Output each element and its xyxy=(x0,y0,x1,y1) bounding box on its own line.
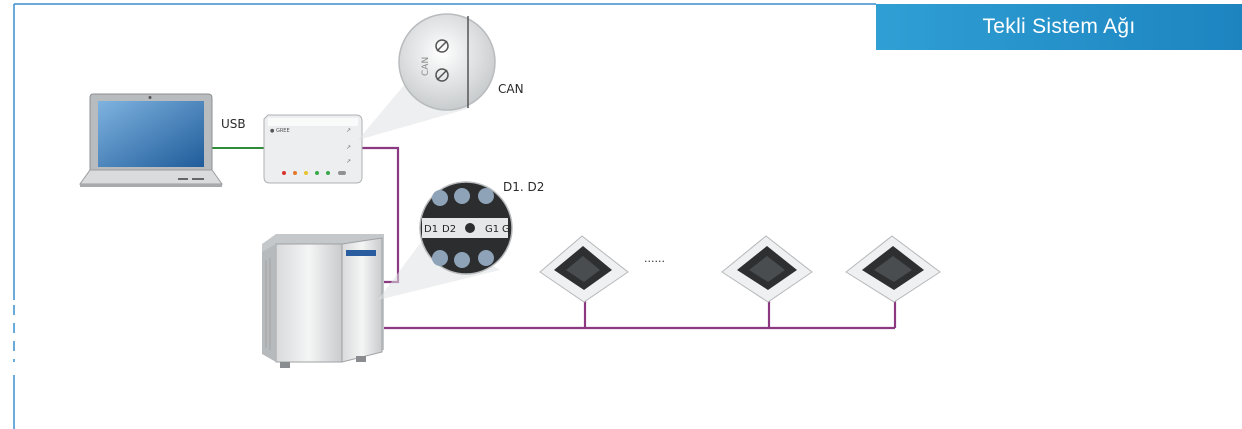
svg-text:↗: ↗ xyxy=(346,128,351,134)
can-label: CAN xyxy=(498,82,524,96)
diagram-title: Tekli Sistem Ağı xyxy=(876,4,1242,50)
cassette-unit-3-icon xyxy=(845,235,941,303)
converter-icon: ● GREE ↗ ↗ ↗ xyxy=(263,114,363,184)
can-terminal-label: CAN xyxy=(421,57,431,76)
usb-label: USB xyxy=(221,117,246,131)
terminal-zoom-callout: D1 D2 G1 G xyxy=(378,181,513,300)
terminal-g1: G1 xyxy=(485,224,499,235)
laptop-icon xyxy=(79,93,223,187)
outdoor-unit-icon xyxy=(262,234,384,368)
terminal-g: G xyxy=(502,224,510,235)
terminal-d2: D2 xyxy=(442,224,456,235)
svg-text:↗: ↗ xyxy=(346,159,351,165)
ellipsis-label: ...... xyxy=(644,252,665,265)
cassette-unit-1-icon xyxy=(539,235,629,303)
terminal-d1: D1 xyxy=(424,224,438,235)
can-zoom-callout: CAN xyxy=(358,13,496,140)
frame-border xyxy=(13,3,876,429)
can-bus-cable xyxy=(360,146,897,330)
svg-text:↗: ↗ xyxy=(346,145,351,151)
svg-text:● GREE: ● GREE xyxy=(270,128,290,134)
cassette-unit-2-icon xyxy=(721,235,813,303)
d1-d2-label: D1. D2 xyxy=(503,180,545,194)
